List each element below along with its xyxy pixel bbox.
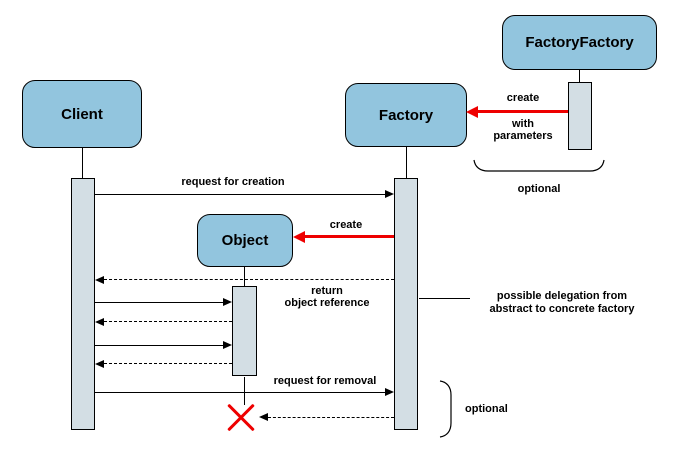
actor-object-label: Object [221,232,269,249]
create-factory-line [477,110,568,113]
delegation-pointer-line [419,298,470,299]
client-activation-bar [71,178,95,430]
factoryfactory-activation-bar [568,82,592,150]
request-creation-line [95,194,385,195]
arrowhead-right-icon [385,388,394,396]
call-object-line [95,345,223,346]
optional-bracket-icon [439,380,452,438]
return-reference-label-2: object reference [284,297,370,309]
optional-top-label: optional [517,183,561,195]
optional-brace-icon [473,159,605,172]
actor-client: Client [22,80,142,148]
destroy-dashed-line [268,417,394,418]
actor-factory-label: Factory [378,106,434,124]
actor-factoryfactory-label: FactoryFactory [525,34,634,51]
optional-bottom-label: optional [465,403,508,415]
actor-client-label: Client [61,105,103,123]
arrowhead-right-icon [223,341,232,349]
factory-lifeline [406,147,407,178]
client-lifeline [82,148,83,178]
delegation-note-line-2: abstract to concrete factory [489,303,635,315]
red-arrowhead-left-icon [293,231,305,243]
arrowhead-left-icon [259,413,268,421]
actor-object: Object [197,214,293,267]
arrowhead-right-icon [223,298,232,306]
create-factory-label-2: with [512,118,534,130]
object-lifeline [244,267,245,286]
object-lifeline-tail [244,377,245,405]
request-creation-label: request for creation [181,176,285,188]
arrowhead-right-icon [385,190,394,198]
return-reference-label-1: return [311,285,343,297]
call-object-line [95,302,223,303]
factoryfactory-lifeline [579,70,580,82]
create-object-label: create [329,219,363,231]
factory-activation-bar [394,178,418,430]
create-object-line [304,235,394,238]
actor-factory: Factory [345,83,467,147]
delegation-note-line-1: possible delegation from [496,290,628,302]
create-factory-label-3: parameters [493,130,553,142]
return-dashed-line [104,279,394,280]
arrowhead-left-icon [95,360,104,368]
red-arrowhead-left-icon [466,106,478,118]
create-factory-label-1: create [506,92,540,104]
object-activation-bar [232,286,257,376]
request-removal-label: request for removal [273,375,377,387]
return-dashed-line [104,363,232,364]
actor-factoryfactory: FactoryFactory [502,15,657,70]
arrowhead-left-icon [95,276,104,284]
arrowhead-left-icon [95,318,104,326]
request-removal-line [95,392,385,393]
return-dashed-line [104,321,232,322]
